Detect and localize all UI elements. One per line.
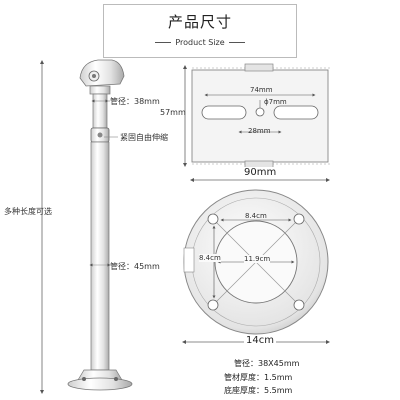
title-dash-right [228,42,245,43]
inner-diameter-label: 11.9cm [244,255,271,263]
bolt-hole-tl [207,213,219,225]
hole-label: ϕ7mm [264,98,287,106]
top-diameter-label: 管径：38mm [110,97,160,106]
spec-base-thickness: 底座厚度：5.5mm [224,386,293,395]
hole-spacing-v-label: 8.4cm [199,254,221,262]
pole-leaders [89,99,118,267]
top-plate-drawing [183,63,330,182]
bolt-hole-bl [207,299,219,311]
title-cn: 产品尺寸 [167,13,232,31]
title-en: Product Size [104,38,296,47]
bolt-hole-br [293,299,305,311]
plate-width-label: 90mm [242,167,279,178]
slot-left [201,105,247,120]
spec-tube-thickness: 管材厚度：1.5mm [224,373,293,382]
tighten-note-label: 紧固自由伸缩 [120,133,168,142]
title-en-text: Product Size [175,38,225,47]
length-note-label: 多种长度可选 [4,207,52,216]
slot-gap-label: 28mm [248,127,271,135]
slot-right [273,105,319,120]
title-box: 产品尺寸 Product Size [103,4,297,58]
spec-tube-diameter: 管径：38X45mm [234,359,300,368]
bolt-hole-tr [293,213,305,225]
bottom-diameter-label: 管径：45mm [110,262,160,271]
title-dash-left [155,42,172,43]
plate-height-label: 57mm [160,108,186,117]
base-diameter-label: 14cm [244,335,276,346]
hole-spacing-h-label: 8.4cm [245,212,267,220]
center-hole [255,107,265,117]
slot-span-label: 74mm [250,86,273,94]
pole-drawing [67,59,133,391]
